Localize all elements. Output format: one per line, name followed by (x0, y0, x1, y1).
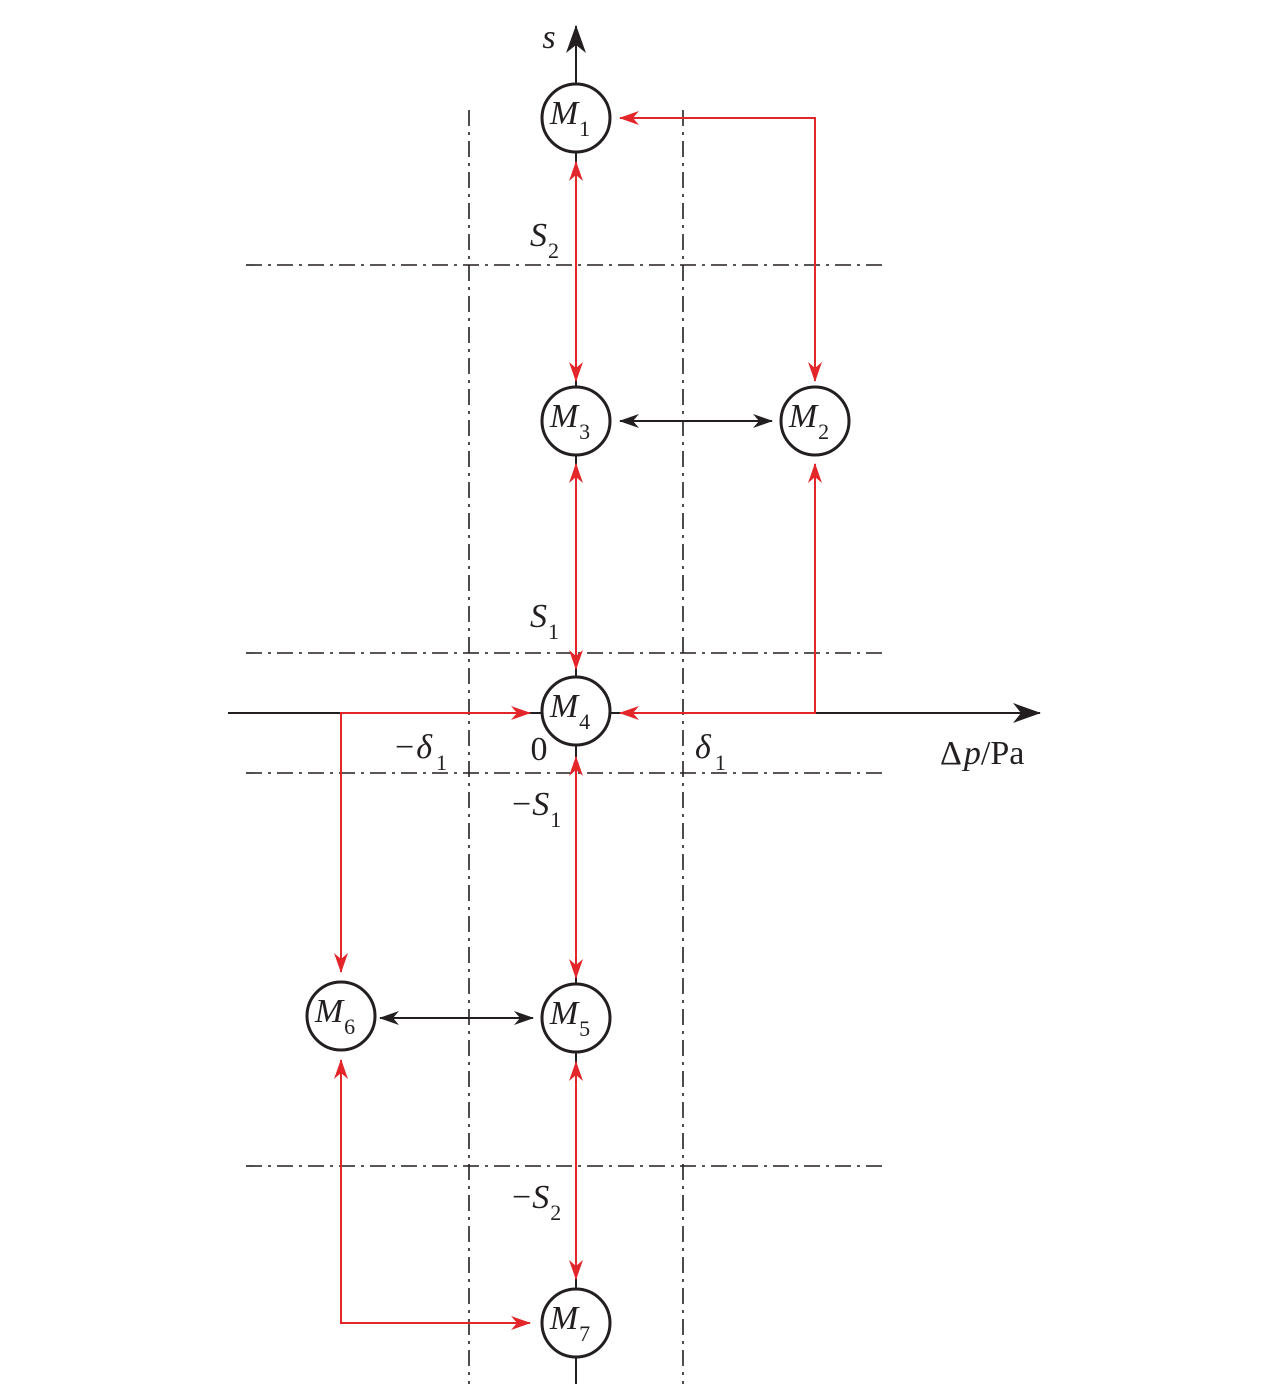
mode-label-m6: M6 (314, 993, 355, 1039)
arrow-to-m6 (334, 706, 531, 973)
mode-node-m2: M2 (779, 385, 851, 457)
mode-circle (540, 82, 612, 154)
axis-labels: s Δp/Pa 0 (531, 19, 1025, 772)
arrow-m2-m1 (619, 111, 822, 382)
mode-label-m3: M3 (549, 398, 590, 444)
mode-label-m2: M2 (788, 398, 829, 444)
origin-label: 0 (531, 731, 548, 768)
mode-node-m4: M4 (540, 675, 612, 747)
mode-circle (540, 385, 612, 457)
mode-node-m5: M5 (540, 982, 612, 1054)
mode-label-m1: M1 (549, 95, 590, 141)
mode-circle (540, 982, 612, 1054)
mode-label-m5: M5 (549, 995, 590, 1041)
lateral-arrows (379, 414, 773, 1025)
mode-circle (540, 675, 612, 747)
neg-s1-label: −S1 (512, 786, 561, 832)
s1-label: S1 (530, 598, 559, 644)
axes (228, 25, 1041, 1384)
mode-label-m7: M7 (549, 1300, 590, 1346)
arrow-m6-m7 (334, 1059, 531, 1330)
vertical-axis-label: s (542, 19, 555, 56)
mode-node-m7: M7 (540, 1287, 612, 1359)
arrow-to-m2 (619, 463, 822, 720)
mode-circle (779, 385, 851, 457)
mode-node-m6: M6 (305, 980, 377, 1052)
horizontal-axis-label: Δp/Pa (940, 735, 1024, 772)
transition-arrows (334, 111, 822, 1330)
mode-node-m3: M3 (540, 385, 612, 457)
mode-nodes: M1 M2 M3 M4 M5 M6 M7 (305, 82, 851, 1359)
s2-label: S2 (530, 217, 559, 263)
neg-s2-label: −S2 (512, 1179, 561, 1225)
mode-circle (540, 1287, 612, 1359)
mode-node-m1: M1 (540, 82, 612, 154)
mode-label-m4: M4 (549, 688, 590, 734)
mode-circle (305, 980, 377, 1052)
